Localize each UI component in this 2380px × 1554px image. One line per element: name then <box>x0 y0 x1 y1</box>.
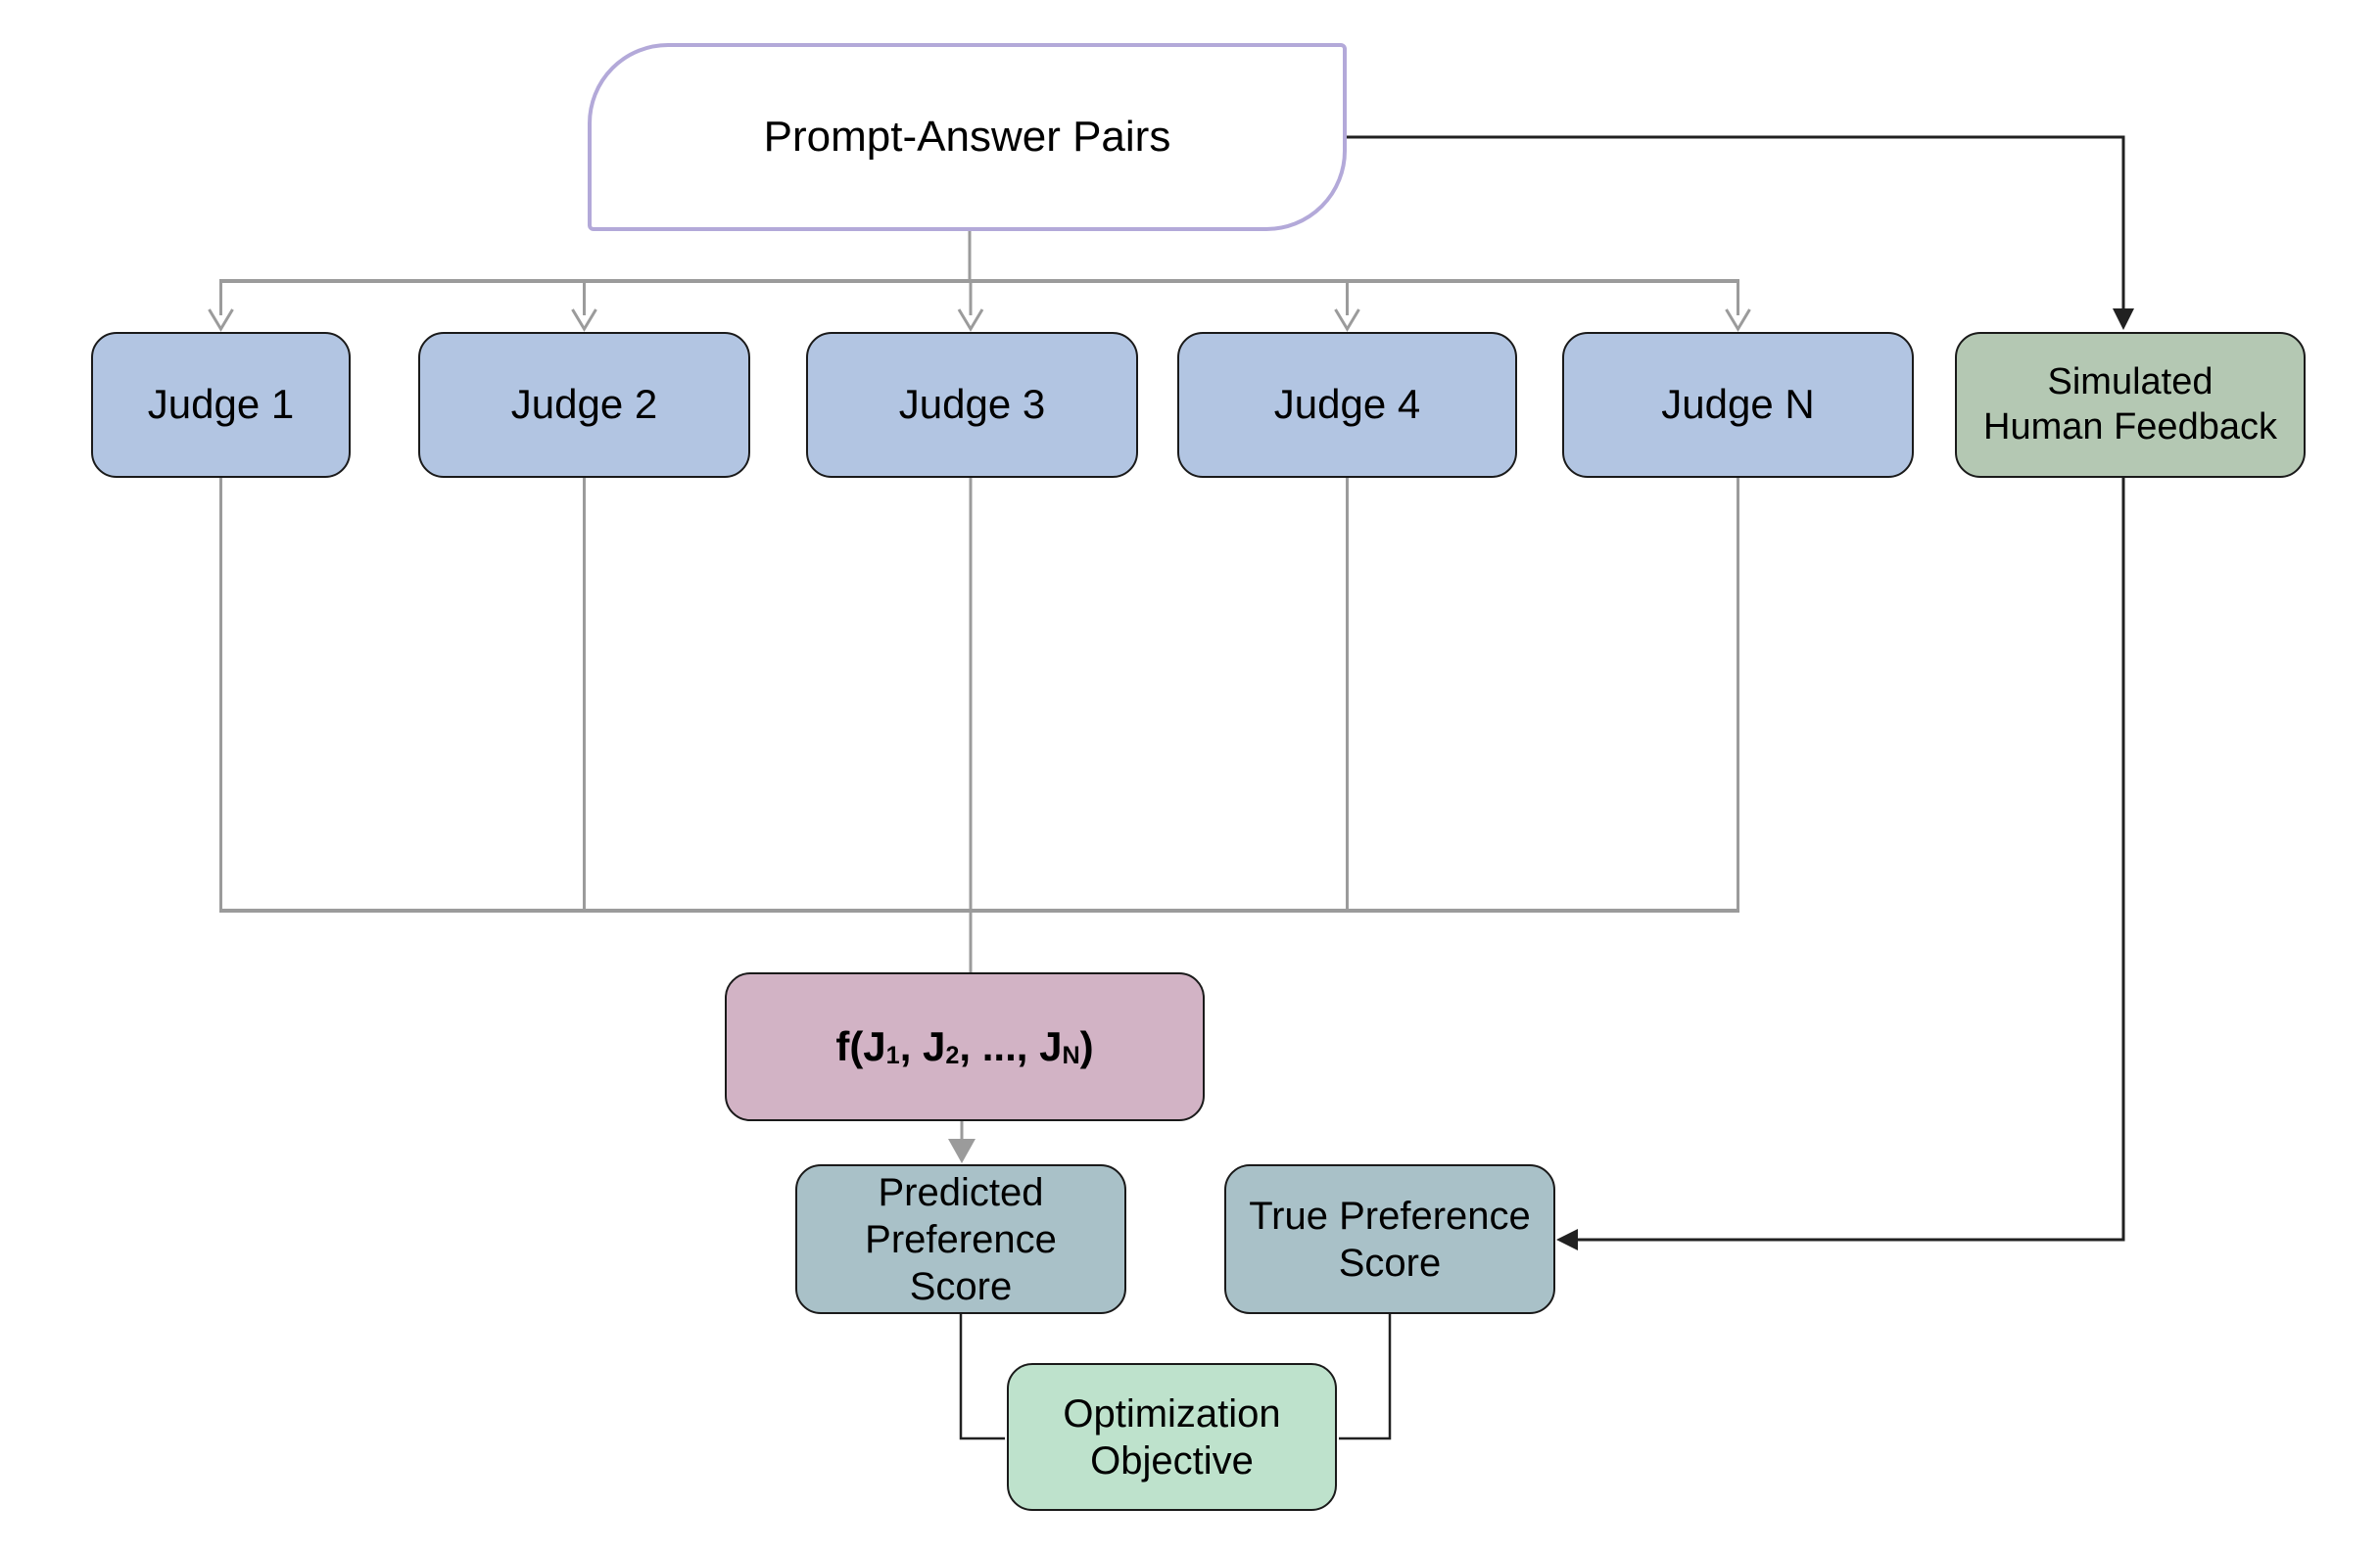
aggregator-sep-2: , ..., J <box>959 1022 1063 1069</box>
arrowhead-judge-n <box>1725 308 1751 332</box>
aggregator-sub-1: 1 <box>885 1041 900 1069</box>
judge-n-node: Judge N <box>1562 332 1914 478</box>
prompt-answer-pairs-node: Prompt-Answer Pairs <box>588 43 1347 231</box>
arrowhead-feedback <box>2113 308 2134 330</box>
judge-2-label: Judge 2 <box>510 381 658 428</box>
arrowhead-judge-2 <box>571 308 597 332</box>
optimization-objective-node: Optimization Objective <box>1007 1363 1337 1511</box>
true-score-label-line1: True Preference <box>1249 1194 1531 1238</box>
objective-label-line1: Optimization <box>1063 1391 1281 1436</box>
true-to-objective-line <box>1339 1314 1392 1440</box>
arrowhead-judge-1 <box>208 308 234 332</box>
aggregator-sub-n: N <box>1062 1041 1080 1069</box>
aggregator-function-node: f(J1, J2, ..., JN) <box>725 972 1205 1121</box>
judge-4-label: Judge 4 <box>1273 381 1421 428</box>
aggregator-f-open: f(J <box>835 1022 886 1069</box>
judge-1-node: Judge 1 <box>91 332 351 478</box>
arrowhead-judge-4 <box>1334 308 1360 332</box>
simulated-human-feedback-label-line2: Human Feedback <box>1983 405 2277 447</box>
predicted-score-label-line3: Score <box>909 1264 1013 1308</box>
source-to-feedback-line <box>1347 135 2125 313</box>
objective-label-line2: Objective <box>1090 1438 1254 1483</box>
aggregator-sub-2: 2 <box>945 1041 960 1069</box>
judge-3-node: Judge 3 <box>806 332 1138 478</box>
judge-3-label: Judge 3 <box>898 381 1046 428</box>
true-score-label-line2: Score <box>1338 1241 1442 1285</box>
aggregator-function-label: f(J1, J2, ..., JN) <box>835 1022 1093 1071</box>
arrowhead-true-score <box>1556 1229 1578 1250</box>
judge-4-node: Judge 4 <box>1177 332 1517 478</box>
predicted-preference-score-node: Predicted Preference Score <box>795 1164 1126 1314</box>
aggregator-close: ) <box>1079 1022 1094 1069</box>
arrowhead-judge-3 <box>957 308 984 332</box>
judge-2-node: Judge 2 <box>418 332 750 478</box>
simulated-human-feedback-node: Simulated Human Feedback <box>1955 332 2306 478</box>
prompt-answer-pairs-label: Prompt-Answer Pairs <box>763 112 1171 161</box>
aggregator-sep-1: , J <box>899 1022 946 1069</box>
predicted-score-label-line1: Predicted <box>878 1170 1044 1214</box>
judge-1-label: Judge 1 <box>147 381 295 428</box>
feedback-to-true-line <box>1575 478 2125 1242</box>
arrowhead-predicted-score <box>948 1139 976 1163</box>
predicted-to-objective-line <box>959 1314 1005 1440</box>
true-preference-score-node: True Preference Score <box>1224 1164 1555 1314</box>
simulated-human-feedback-label-line1: Simulated <box>2047 360 2213 402</box>
predicted-score-label-line2: Preference <box>865 1217 1057 1261</box>
judge-n-label: Judge N <box>1661 381 1815 428</box>
